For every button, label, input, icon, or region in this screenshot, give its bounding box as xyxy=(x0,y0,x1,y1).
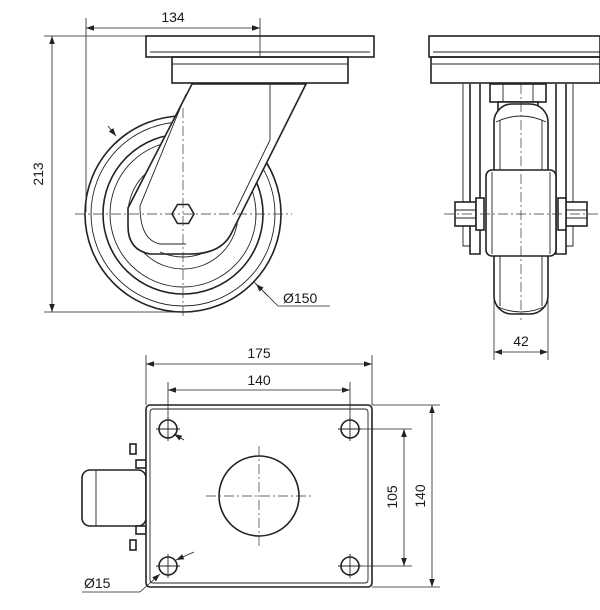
dim-wheel-width: 42 xyxy=(513,333,529,349)
dim-hole-spacing-y: 105 xyxy=(384,485,400,509)
dim-plate-length: 140 xyxy=(412,484,428,508)
side-top-plate xyxy=(428,35,600,58)
dim-plate-width: 175 xyxy=(247,345,271,361)
dim-wheel-diameter: Ø150 xyxy=(283,290,317,306)
dim-hole-diameter: Ø15 xyxy=(84,575,111,591)
dim-total-height: 213 xyxy=(30,162,46,186)
side-view xyxy=(428,35,600,320)
front-swivel-ring xyxy=(171,56,349,84)
dim-mount-width: 134 xyxy=(161,9,185,25)
top-view xyxy=(81,404,373,588)
dim-hole-spacing-x: 140 xyxy=(247,372,271,388)
front-view-dimensions: 134 213 Ø150 xyxy=(30,9,330,313)
side-view-dimensions: 42 xyxy=(493,300,549,360)
top-view-dimensions: 175 140 105 140 Ø15 xyxy=(82,345,440,593)
bolt-hole-bl xyxy=(156,554,180,578)
front-view xyxy=(75,35,375,318)
